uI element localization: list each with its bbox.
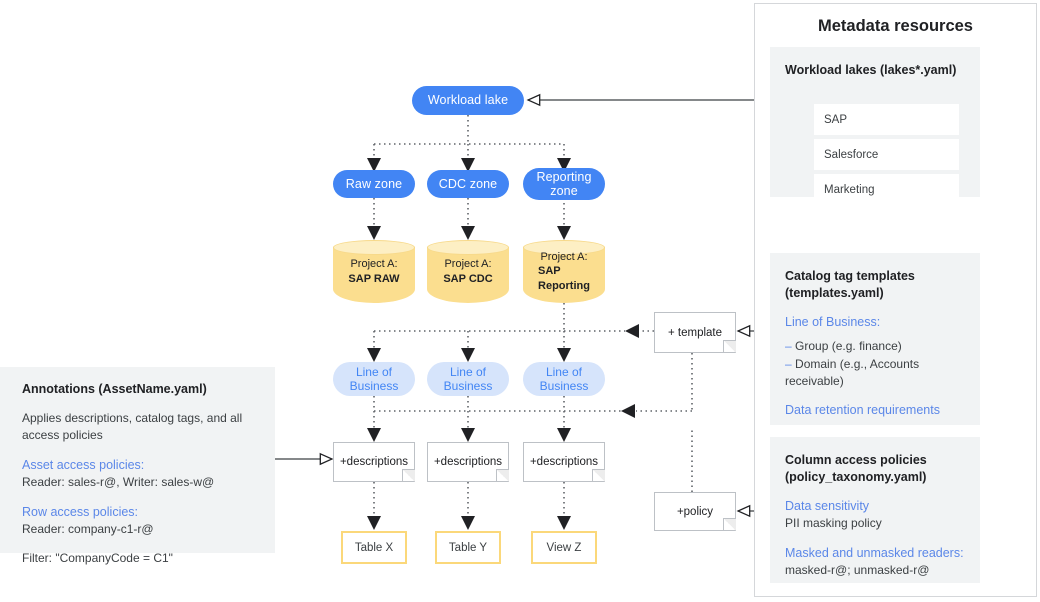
bullet-dash-icon: – (785, 356, 792, 371)
node-line-of-business-3[interactable]: Line of Business (523, 362, 605, 396)
node-descriptions-3[interactable]: +descriptions (523, 442, 605, 482)
arrowheads-descriptions (367, 428, 571, 442)
wire-lob-to-descriptions (373, 396, 621, 430)
annotations-intro: Applies descriptions, catalog tags, and … (22, 410, 243, 443)
wire-zones-to-projects (373, 198, 565, 228)
project-name: SAP CDC (443, 272, 493, 285)
node-descriptions-2-label: +descriptions (433, 456, 503, 468)
arrowhead-template-to-bus (625, 324, 639, 338)
masked-readers-accent: Masked and unmasked readers: (785, 545, 964, 560)
node-line-of-business-2[interactable]: Line of Business (427, 362, 509, 396)
annotations-heading: Annotations (AssetName.yaml) (22, 382, 207, 396)
lake-item-marketing[interactable]: Marketing (814, 174, 959, 205)
wire-descriptions-to-assets (373, 482, 565, 518)
catalog-templates-heading-2: (templates.yaml) (785, 285, 884, 300)
node-project-sap-raw[interactable]: Project A: SAP RAW (333, 240, 415, 303)
node-cdc-zone[interactable]: CDC zone (427, 170, 509, 198)
project-name: SAP Reporting (538, 265, 590, 292)
arrowheads-lob (367, 348, 571, 362)
node-project-sap-cdc[interactable]: Project A: SAP CDC (427, 240, 509, 303)
node-descriptions-1-label: +descriptions (339, 456, 409, 468)
node-workload-lake-label: Workload lake (427, 93, 509, 108)
node-descriptions-3-label: +descriptions (529, 456, 599, 468)
node-line-of-business-1[interactable]: Line of Business (333, 362, 415, 396)
node-asset-table-x-label: Table X (354, 541, 394, 554)
cylinder-top (427, 240, 509, 255)
node-reporting-zone-label: Reporting zone (536, 169, 592, 198)
arrowheads-assets (367, 516, 571, 530)
workload-lakes-card: Workload lakes (lakes*.yaml) SAP Salesfo… (770, 47, 980, 205)
line-of-business-accent: Line of Business: (785, 314, 881, 329)
node-raw-zone[interactable]: Raw zone (333, 170, 415, 198)
lake-item-sap[interactable]: SAP (814, 104, 959, 135)
node-descriptions-1[interactable]: +descriptions (333, 442, 415, 482)
node-reporting-zone[interactable]: Reporting zone (523, 168, 605, 200)
node-line-of-business-3-label: Line of Business (539, 364, 589, 393)
cylinder-top (523, 240, 605, 255)
node-template-note[interactable]: + template (654, 312, 736, 353)
row-access-policies-heading: Row access policies: (22, 504, 139, 519)
node-cdc-zone-label: CDC zone (438, 176, 498, 191)
node-asset-table-y[interactable]: Table Y (435, 531, 501, 564)
cylinder-body (523, 247, 605, 303)
node-template-note-label: + template (667, 326, 723, 339)
node-policy-note[interactable]: +policy (654, 492, 736, 531)
cylinder-body (333, 247, 415, 303)
node-line-of-business-1-label: Line of Business (349, 364, 399, 393)
cylinder-top (333, 240, 415, 255)
node-line-of-business-2-label: Line of Business (443, 364, 493, 393)
catalog-tag-templates-card: Catalog tag templates (templates.yaml) L… (770, 253, 980, 425)
catalog-templates-heading-1: Catalog tag templates (785, 269, 915, 283)
row-access-policies-body: Reader: company-c1-r@ (22, 522, 154, 537)
asset-access-policies-body: Reader: sales-r@, Writer: sales-w@ (22, 475, 215, 490)
bullet-dash-icon: – (785, 339, 792, 354)
data-retention-accent: Data retention requirements (785, 403, 940, 418)
project-prefix: Project A: (350, 257, 398, 270)
wire-template-down (636, 353, 693, 412)
column-policies-heading-2: (policy_taxonomy.yaml) (785, 469, 927, 484)
column-policies-heading-1: Column access policies (785, 453, 927, 467)
asset-access-policies-heading: Asset access policies: (22, 457, 145, 472)
arrowhead-template-to-lower-bus (621, 404, 635, 418)
project-prefix: Project A: (540, 250, 588, 263)
node-workload-lake[interactable]: Workload lake (412, 86, 524, 115)
lake-item-salesforce[interactable]: Salesforce (814, 139, 959, 170)
annotations-panel: Annotations (AssetName.yaml) Applies des… (0, 367, 275, 565)
project-prefix: Project A: (444, 257, 492, 270)
node-asset-view-z[interactable]: View Z (531, 531, 597, 564)
node-asset-table-y-label: Table Y (448, 541, 488, 554)
node-descriptions-2[interactable]: +descriptions (427, 442, 509, 482)
pii-masking-body: PII masking policy (785, 516, 882, 531)
node-project-sap-reporting[interactable]: Project A: SAP Reporting (523, 240, 605, 303)
line-of-business-bullet-domain: – Domain (e.g., Accounts receivable) (785, 356, 920, 389)
masked-readers-body: masked-r@; unmasked-r@ (785, 563, 930, 578)
workload-lakes-heading: Workload lakes (lakes*.yaml) (785, 63, 957, 77)
wire-projects-to-lob (373, 303, 654, 350)
node-policy-note-label: +policy (676, 505, 714, 518)
node-raw-zone-label: Raw zone (345, 176, 403, 191)
data-sensitivity-accent: Data sensitivity (785, 498, 870, 513)
metadata-resources-title: Metadata resources (818, 17, 973, 35)
line-of-business-bullet-group: – Group (e.g. finance) (785, 339, 902, 354)
node-asset-table-x[interactable]: Table X (341, 531, 407, 564)
wire-lake-to-zones (373, 115, 565, 160)
node-asset-view-z-label: View Z (546, 541, 582, 554)
column-access-policies-card: Column access policies (policy_taxonomy.… (770, 437, 980, 583)
project-name: SAP RAW (348, 272, 400, 285)
cylinder-body (427, 247, 509, 303)
arrowheads-projects (367, 226, 571, 240)
annotations-filter: Filter: "CompanyCode = C1" (22, 551, 173, 566)
